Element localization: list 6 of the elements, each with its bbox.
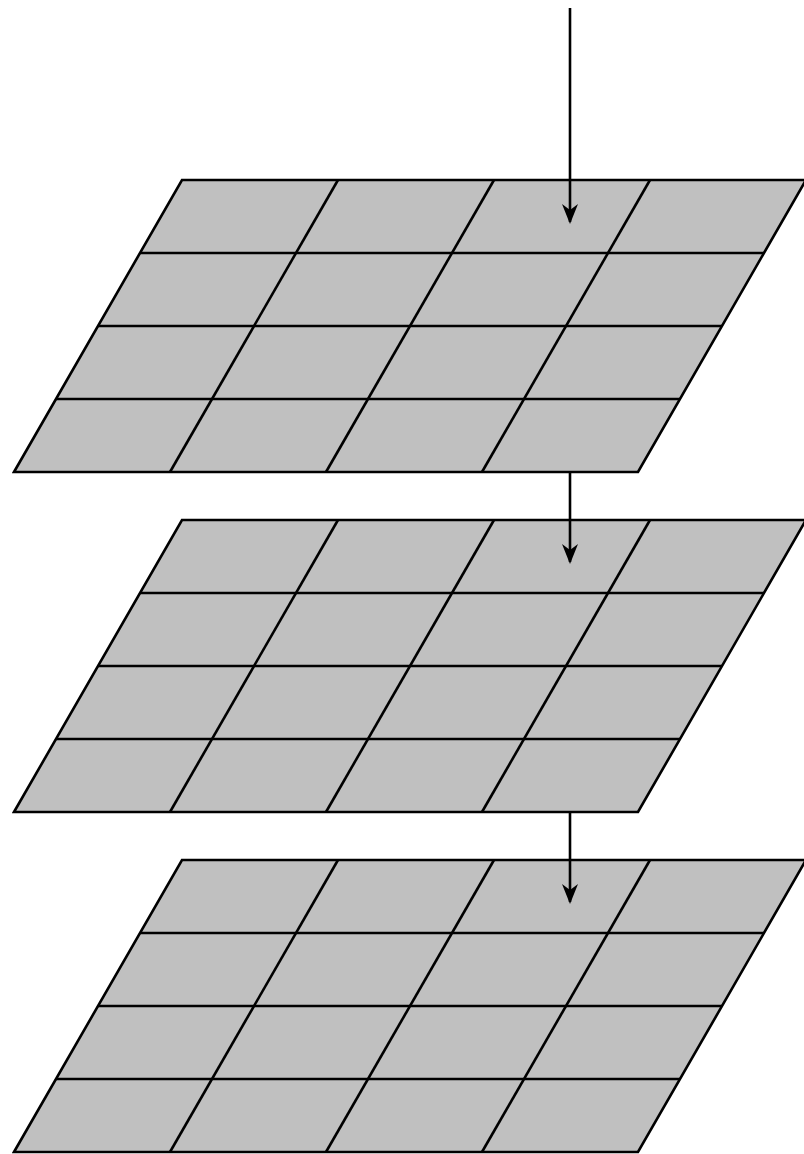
grid-layer xyxy=(12,518,804,814)
grid-layer xyxy=(12,858,804,1154)
arrow xyxy=(562,8,578,224)
grid-layer xyxy=(12,178,804,474)
arrow xyxy=(562,812,578,904)
arrow xyxy=(562,472,578,564)
